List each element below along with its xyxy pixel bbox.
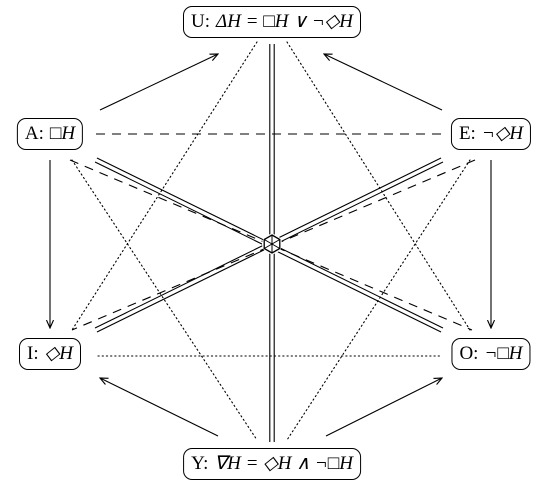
node-o: O: ¬□H: [451, 338, 531, 370]
edge-u-i-dotted: [71, 41, 258, 331]
node-e: E: ¬◇H: [450, 118, 532, 150]
hexagon-icon: [262, 234, 282, 254]
node-e-label: E:: [458, 123, 476, 144]
edge-e-i-dashed: [71, 159, 476, 331]
node-o-formula: ¬□H: [484, 343, 523, 364]
edge-a-o-dashed: [69, 159, 473, 331]
node-y: Y: ∇H = ◇H ∧ ¬□H: [183, 448, 361, 480]
node-a-label: A:: [24, 123, 44, 144]
node-e-formula: ¬◇H: [481, 123, 524, 144]
edge-e-y-dotted: [286, 159, 471, 441]
node-u-label: U:: [191, 11, 210, 32]
node-i-label: I:: [27, 343, 39, 364]
node-u: U: ΔH = □H ∨ ¬◇H: [183, 6, 361, 38]
hexagon-icon-spoke: [263, 239, 281, 249]
edge-a-y-dotted: [71, 159, 258, 441]
node-y-formula: ∇H = ◇H ∧ ¬□H: [214, 453, 353, 474]
node-i: I: ◇H: [19, 338, 81, 370]
edge-a-u-arrow: [99, 54, 218, 111]
node-o-label: O:: [459, 343, 479, 364]
node-a-formula: □H: [49, 123, 76, 144]
edge-e-u-arrow: [324, 54, 443, 111]
node-u-formula: ΔH = □H ∨ ¬◇H: [216, 11, 353, 32]
node-i-formula: ◇H: [44, 343, 73, 364]
edge-y-i-arrow: [100, 378, 219, 437]
node-y-label: Y:: [191, 453, 209, 474]
edge-y-o-arrow: [325, 378, 442, 437]
edge-u-o-dotted: [286, 41, 471, 331]
node-a: A: □H: [16, 118, 84, 150]
